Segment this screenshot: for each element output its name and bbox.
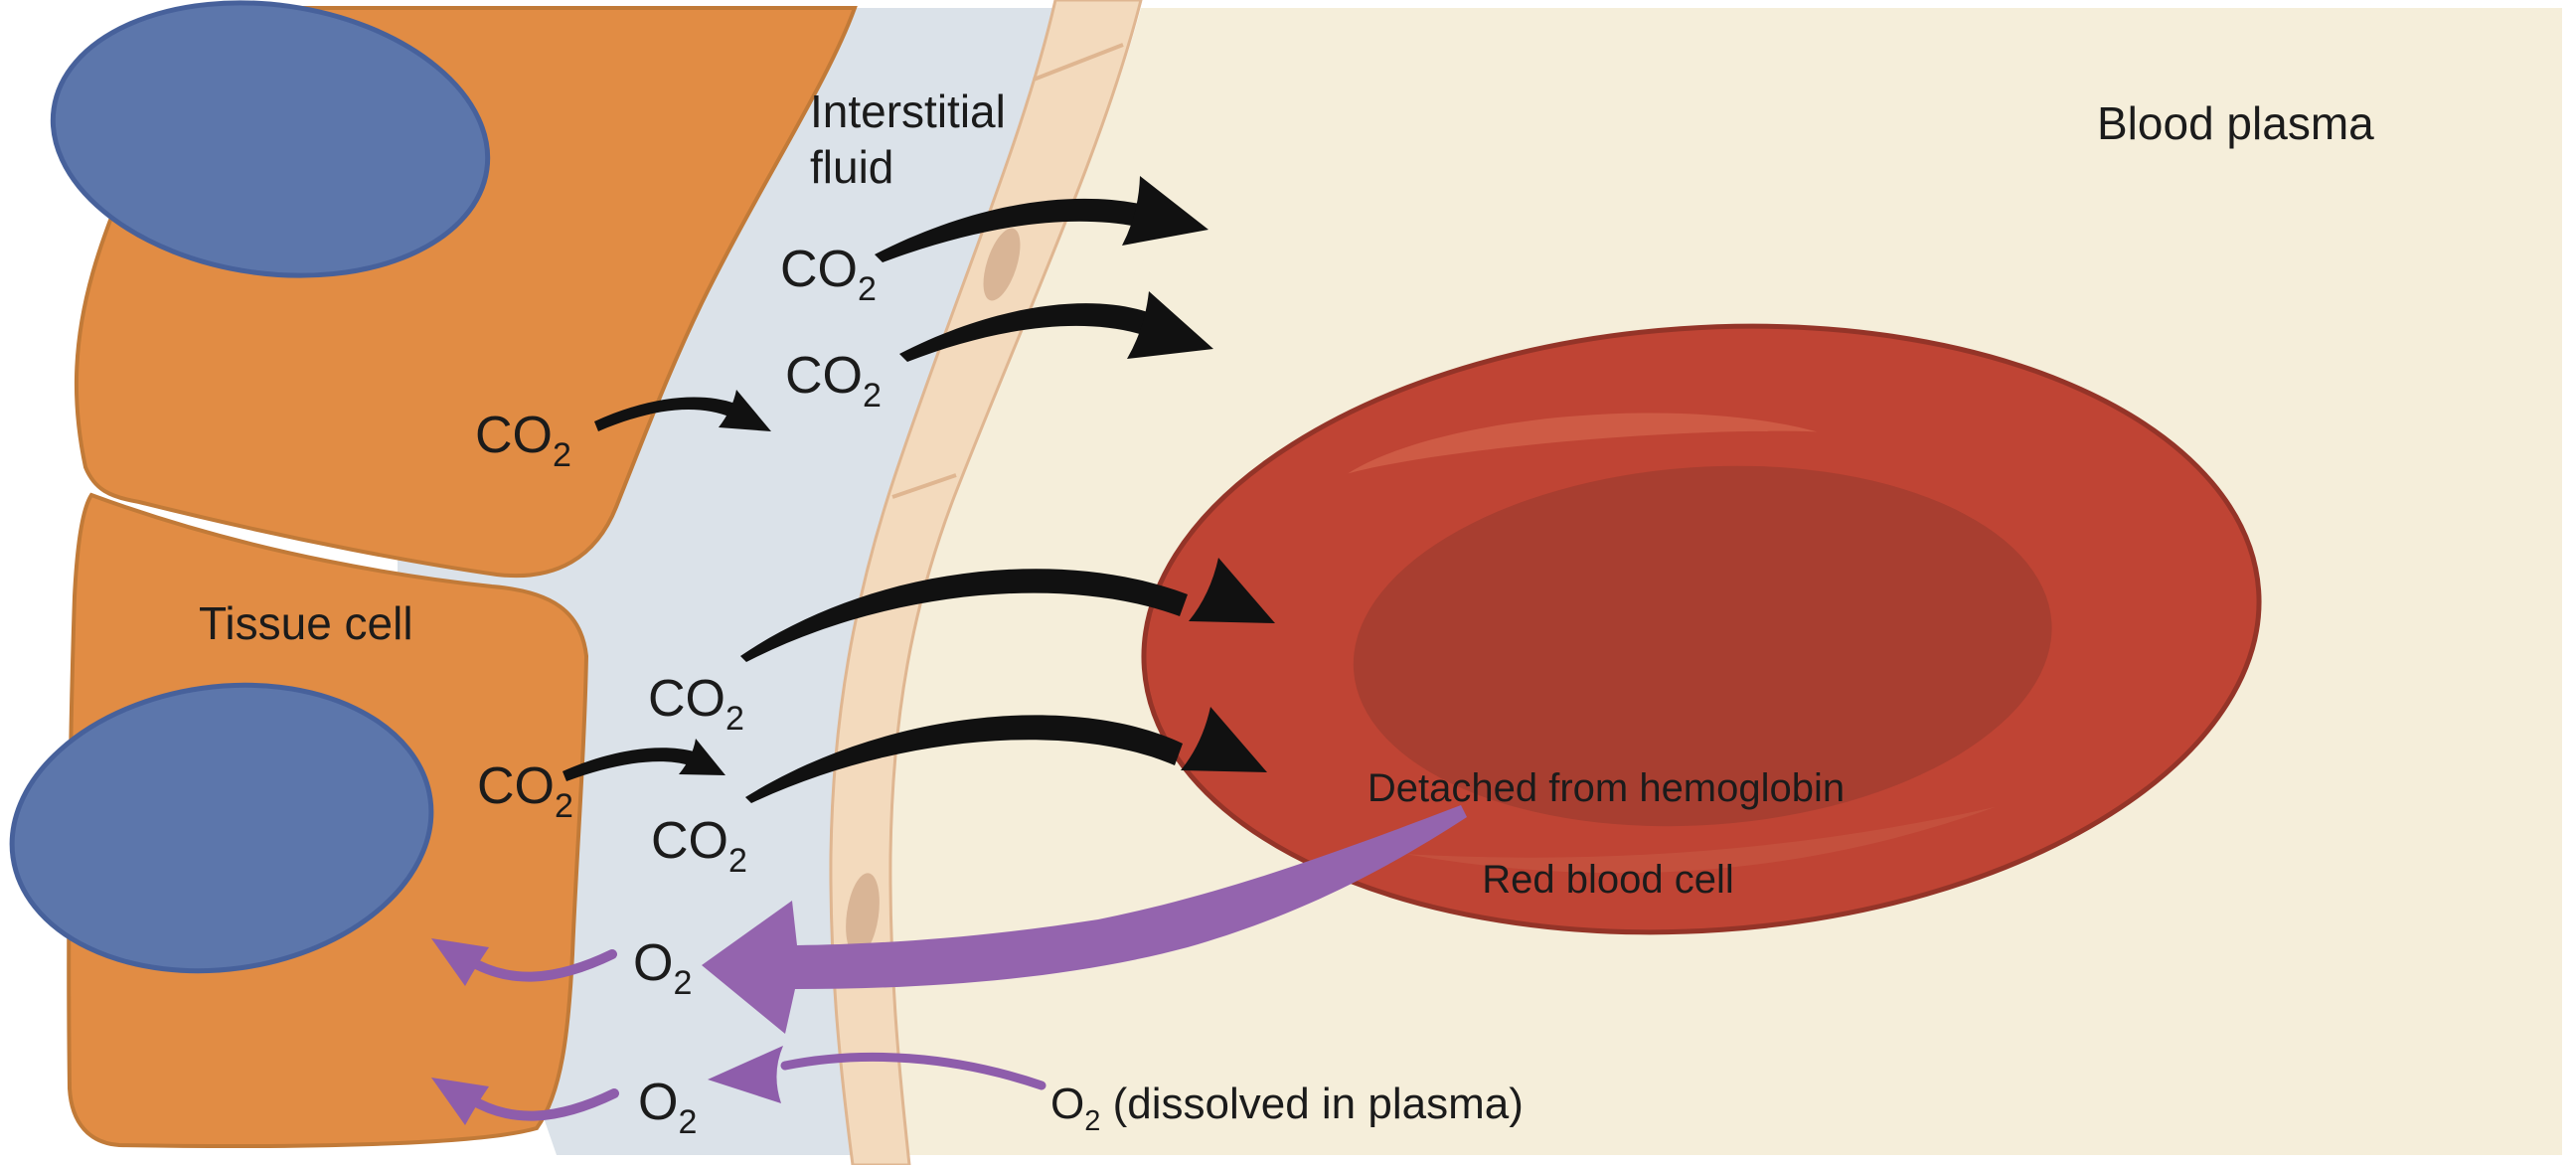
co2-label: CO2 (651, 812, 747, 880)
o2-arrow-dissolved (780, 1052, 1046, 1090)
co2-arrowhead (1181, 707, 1267, 772)
co2-label: CO2 (785, 347, 882, 415)
o2-arrowhead (431, 1078, 489, 1125)
red-blood-cell-lower-highlight (1406, 806, 1997, 874)
o2-label: O2 (633, 934, 692, 1002)
tissue-cell-nucleus-upper (50, 0, 491, 278)
o2-thin-arrows (431, 938, 1046, 1125)
red-blood-cell-depression (1353, 465, 2052, 827)
co2-arrow (875, 198, 1153, 262)
o2-arrow-into-cell (466, 1088, 619, 1121)
endothelial-nucleus (846, 873, 880, 956)
o2-arrow-from-hemoglobin (702, 805, 1467, 1034)
red-blood-cell (1141, 323, 2262, 935)
co2-label: CO2 (475, 407, 571, 474)
o2-arrowhead (708, 1046, 783, 1103)
tissue-cell-nucleus-lower (9, 682, 434, 974)
co2-label: CO2 (477, 757, 573, 825)
co2-arrow (563, 748, 694, 781)
endothelial-junction-line (891, 473, 957, 499)
o2-arrowhead (431, 938, 489, 986)
co2-arrow (594, 397, 735, 431)
co2-arrowhead (1189, 558, 1275, 623)
interstitial-fluid-label-line1: Interstitial (810, 85, 1006, 137)
co2-arrow (745, 715, 1183, 803)
o2-dissolved-label: O2 (dissolved in plasma) (1050, 1080, 1524, 1137)
co2-arrows (563, 176, 1275, 803)
tissue-cell-label: Tissue cell (199, 597, 413, 649)
o2-label: O2 (638, 1074, 697, 1141)
endothelial-junction-line (1033, 43, 1124, 82)
co2-arrow (899, 303, 1158, 362)
co2-label: CO2 (648, 670, 744, 738)
co2-arrow (740, 569, 1188, 662)
interstitial-fluid-label-line2: fluid (810, 141, 893, 193)
detached-from-hemoglobin-label: Detached from hemoglobin (1368, 766, 1845, 810)
endothelial-nucleus (983, 228, 1021, 301)
o2-arrow-into-cell (464, 949, 617, 982)
blood-plasma-label: Blood plasma (2097, 97, 2374, 149)
co2-label: CO2 (780, 241, 877, 308)
co2-arrowhead (1127, 291, 1213, 359)
red-blood-cell-label: Red blood cell (1482, 858, 1734, 902)
co2-arrowhead (679, 739, 725, 775)
red-blood-cell-highlight (1348, 413, 1818, 474)
co2-arrowhead (1122, 176, 1208, 246)
co2-arrowhead (719, 390, 771, 431)
